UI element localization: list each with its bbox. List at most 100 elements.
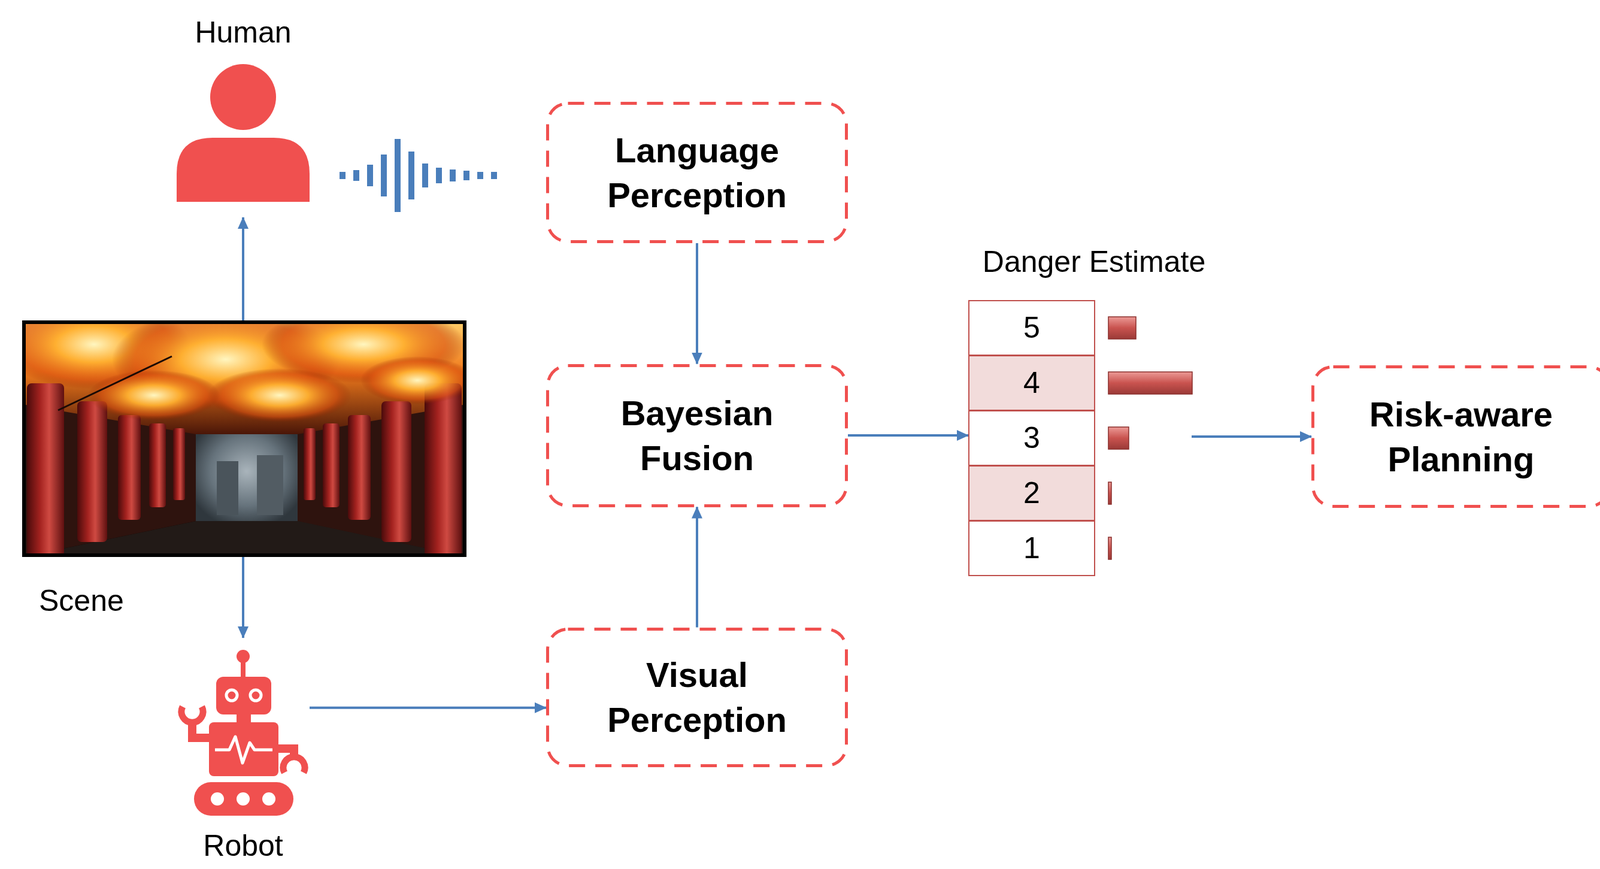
robot-icon-part xyxy=(240,656,246,678)
human-node: Human xyxy=(176,16,310,202)
probability-bars-part xyxy=(1108,482,1112,505)
scene-illustration-part-part xyxy=(77,401,108,542)
cell-value: 3 xyxy=(1023,421,1041,455)
voice-waveform xyxy=(339,138,498,212)
robot-icon-part xyxy=(226,689,238,701)
robot-icon-part xyxy=(283,756,305,773)
process-box: Bayesian Fusion xyxy=(546,364,848,508)
scene-illustration-part-part xyxy=(88,370,220,421)
table-cell: 4 xyxy=(968,355,1096,411)
robot-icon-part xyxy=(210,792,224,806)
cell-value: 4 xyxy=(1023,366,1041,400)
flow-arrow xyxy=(309,706,547,709)
connectors xyxy=(243,217,1312,708)
robot-icon xyxy=(181,649,305,816)
scene-illustration-part-part xyxy=(195,428,298,524)
table-cell: 1 xyxy=(968,520,1096,577)
flow-arrow xyxy=(241,556,245,638)
robot-icon-part xyxy=(262,792,276,806)
scene-illustration-part-part xyxy=(207,368,352,423)
voice-waveform-part xyxy=(449,169,456,182)
scene-illustration-part-part xyxy=(256,455,284,515)
scene-illustration-part-part xyxy=(149,423,166,508)
scene-illustration-part xyxy=(23,322,465,556)
dashed-outline xyxy=(546,627,848,768)
robot-icon-part xyxy=(214,736,273,763)
dashed-outline-rect xyxy=(547,365,847,506)
scene-illustration-part-part xyxy=(322,423,340,508)
voice-waveform-part xyxy=(380,154,387,197)
human-icon-part xyxy=(176,137,310,202)
scene-illustration-part-part xyxy=(360,356,467,405)
dashed-outline-rect xyxy=(1313,367,1600,507)
voice-waveform-part xyxy=(422,163,429,188)
voice-waveform-part xyxy=(463,170,470,181)
scene-illustration-part xyxy=(22,320,467,557)
icon-label: Robot xyxy=(202,829,283,863)
voice-waveform-part xyxy=(339,171,346,180)
robot-icon-part xyxy=(236,713,251,724)
scene-illustration-part-part xyxy=(117,414,141,520)
robot-icon-part xyxy=(236,792,250,806)
process-box: Visual Perception xyxy=(546,627,848,768)
voice-waveform-part xyxy=(435,167,442,184)
robot-icon-part xyxy=(216,676,272,715)
image-label: Scene xyxy=(38,583,124,619)
flow-arrow xyxy=(241,217,245,321)
voice-waveform-part xyxy=(491,171,498,180)
scene-illustration-part-part xyxy=(347,414,371,520)
flow-arrow xyxy=(695,507,699,628)
cell-value: 5 xyxy=(1023,311,1041,345)
human-icon-part xyxy=(210,64,277,130)
cell-value: 1 xyxy=(1023,531,1041,565)
box-label: Language Perception xyxy=(564,127,830,218)
dashed-outline-rect xyxy=(547,628,847,766)
robot-icon-part xyxy=(208,722,279,777)
robot-node: Robot xyxy=(176,648,310,863)
table-cell: 2 xyxy=(968,465,1096,521)
robot-icon-part xyxy=(194,782,294,816)
table-cell: 3 xyxy=(968,410,1096,466)
scene-illustration-part-part xyxy=(303,428,316,500)
scene-illustration-part-part xyxy=(173,428,186,500)
voice-waveform-part xyxy=(394,138,401,212)
flow-arrow xyxy=(695,243,699,365)
probability-bars-part xyxy=(1108,316,1136,339)
flow-arrow xyxy=(847,434,969,437)
voice-waveform-part xyxy=(353,170,360,181)
scene-illustration-part-part xyxy=(424,383,462,557)
process-box: Language Perception xyxy=(546,101,848,244)
scene-illustration xyxy=(0,299,475,557)
probability-bars-part xyxy=(1108,426,1129,450)
robot-icon-part xyxy=(181,706,203,723)
table-heading: Danger Estimate xyxy=(914,244,1274,280)
voice-waveform-part xyxy=(367,164,374,187)
human-icon xyxy=(176,64,310,202)
probability-bars-part xyxy=(1108,371,1193,395)
voice-waveform-part xyxy=(477,171,484,180)
dashed-outline-rect xyxy=(547,103,847,242)
dashed-outline xyxy=(546,101,848,244)
flow-arrow xyxy=(1191,435,1312,438)
dashed-outline xyxy=(1311,365,1600,508)
process-box: Risk-aware Planning xyxy=(1311,365,1600,508)
scene-illustration-part-part xyxy=(216,461,239,515)
dashed-outline xyxy=(546,364,848,508)
probability-bars-part xyxy=(1108,537,1112,560)
scene-illustration-part-part xyxy=(58,356,172,411)
box-label: Bayesian Fusion xyxy=(564,390,830,481)
icon-label: Human xyxy=(194,16,292,50)
robot-icon-part xyxy=(250,689,262,701)
cell-value: 2 xyxy=(1023,476,1041,510)
probability-bars xyxy=(1108,316,1193,560)
voice-waveform-part xyxy=(408,151,415,200)
scene-node: Scene xyxy=(22,320,467,557)
box-label: Visual Perception xyxy=(564,652,830,743)
danger-estimate-table: Danger Estimate54321 xyxy=(968,300,1192,575)
table-cell: 5 xyxy=(968,300,1096,356)
scene-illustration-part-part xyxy=(381,401,412,542)
box-label: Risk-aware Planning xyxy=(1329,391,1593,483)
